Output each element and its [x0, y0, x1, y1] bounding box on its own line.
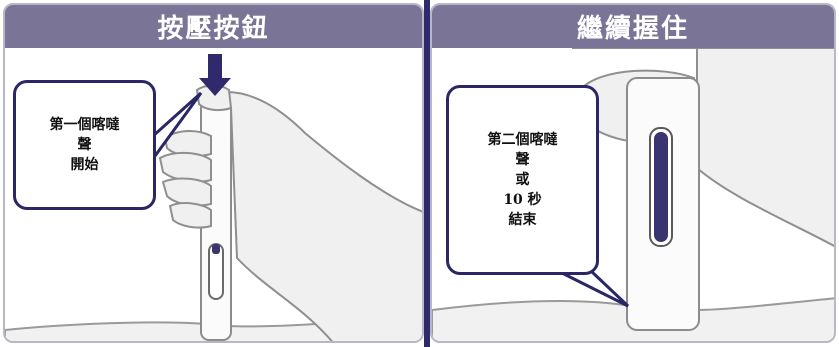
hold-illustration	[432, 48, 834, 341]
autoinjector-pen-icon	[626, 77, 700, 331]
panel-title-hold: 繼續握住	[432, 5, 834, 48]
callout-second-click: 第二個喀噠 聲 或 10 秒 結束	[446, 85, 599, 275]
hand-icon	[572, 48, 834, 248]
step-panel-hold: 繼續握住 第二個喀噠 聲 或 10 秒 結束	[430, 3, 836, 343]
press-illustration	[5, 54, 422, 341]
callout-first-click: 第一個喀噠 聲 開始	[13, 80, 156, 210]
callout-line: 聲	[77, 137, 92, 153]
step-panel-press: 按壓按鈕 第一個喀噠 聲 開始	[3, 3, 424, 343]
callout-line: 聲	[515, 152, 530, 168]
callout-line: 結束	[508, 212, 537, 228]
press-down-arrow-icon	[199, 54, 231, 96]
panel-divider	[424, 0, 430, 347]
hand-icon	[158, 84, 422, 341]
callout-line: 10 秒	[503, 192, 542, 208]
callout-line: 或	[515, 172, 530, 188]
callout-line: 第一個喀噠	[49, 117, 120, 133]
panel-title-press: 按壓按鈕	[5, 5, 422, 48]
callout-line: 第二個喀噠	[487, 132, 558, 148]
callout-line: 開始	[70, 157, 99, 173]
